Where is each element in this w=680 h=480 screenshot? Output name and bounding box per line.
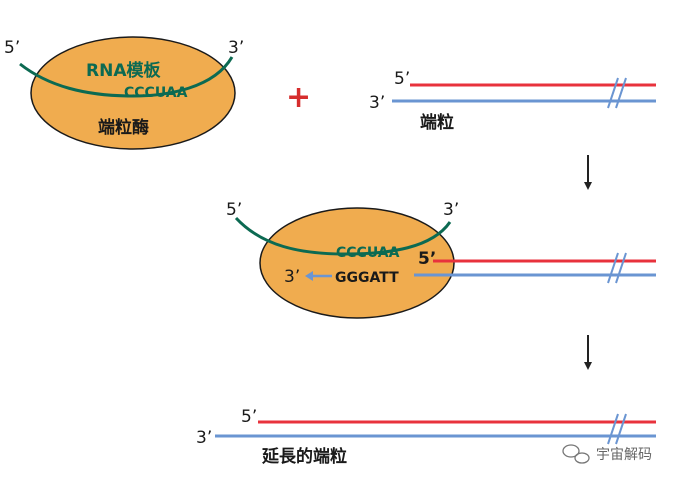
telomere-label: 端粒 <box>420 112 454 133</box>
extension-arrow <box>305 271 332 281</box>
rna-three-prime-label-2: 3’ <box>443 200 459 220</box>
watermark: 宇宙解码 <box>562 444 652 464</box>
plus-sign: + <box>286 80 311 115</box>
break-mark-3 <box>607 413 627 445</box>
rna-five-prime-label: 5’ <box>4 38 20 58</box>
rna-template-sequence-2: CCCUAA <box>336 245 400 261</box>
telomerase-enzyme <box>30 36 236 150</box>
top-five-prime-label-2: 5’ <box>418 249 436 269</box>
telomerase-label: 端粒酶 <box>98 117 149 138</box>
rna-five-prime-label-2: 5’ <box>226 200 242 220</box>
break-mark <box>607 77 627 109</box>
rna-three-prime-label: 3’ <box>228 38 244 58</box>
elongated-telomere-label: 延長的端粒 <box>261 446 347 467</box>
rna-template-label: RNA模板 <box>86 60 161 81</box>
telomere-five-prime-label: 5’ <box>394 69 410 89</box>
new-three-prime-label: 3’ <box>284 267 300 287</box>
telomere-three-prime-label: 3’ <box>369 93 385 113</box>
panel-3: 5’ 3’ 延長的端粒 <box>196 407 656 467</box>
rna-template-strand <box>19 56 234 98</box>
watermark-text: 宇宙解码 <box>596 447 652 463</box>
rna-template-strand-bound <box>234 216 452 256</box>
elongated-three-prime-label: 3’ <box>196 428 212 448</box>
break-mark-2 <box>607 252 627 284</box>
panel-1: 5’ 3’ RNA模板 CCCUAA 端粒酶 + 5’ 3’ 端粒 <box>4 36 656 150</box>
elongated-five-prime-label: 5’ <box>241 407 257 427</box>
chat-bubble-icon <box>562 444 590 464</box>
new-dna-sequence: GGGATT <box>335 270 399 286</box>
panel-2: 5’ 3’ CCCUAA 5’ GGGATT 3’ <box>226 200 656 319</box>
rna-template-sequence: CCCUAA <box>124 85 188 101</box>
telomerase-enzyme-bound <box>259 207 455 319</box>
